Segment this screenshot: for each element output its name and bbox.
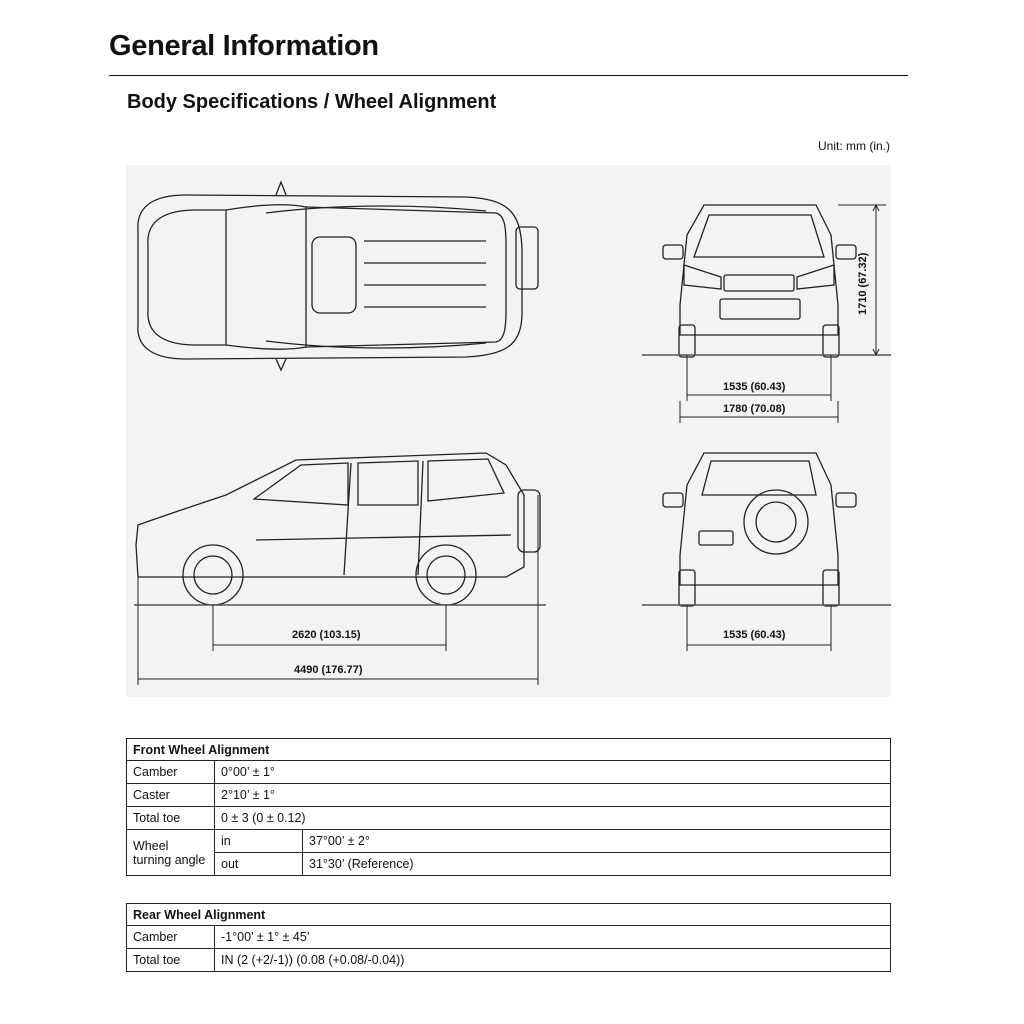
camber-label: Camber [126, 760, 215, 784]
rear-tread-dimension-label: 1535 (60.43) [723, 629, 786, 641]
front-wheel-alignment-table: Front Wheel Alignment Camber 0°00’ ± 1° … [126, 738, 891, 876]
wheel-turning-label-line1: Wheel [133, 838, 169, 853]
turning-in-label: in [214, 829, 303, 853]
wheelbase-dimension-label: 2620 (103.15) [292, 629, 361, 641]
section-title: Body Specifications / Wheel Alignment [127, 91, 497, 113]
dimension-lines [137, 203, 886, 685]
rear-view-drawing [662, 452, 857, 607]
front-alignment-title: Front Wheel Alignment [126, 738, 891, 761]
title-divider [109, 75, 908, 76]
turning-out-value: 31°30’ (Reference) [302, 852, 891, 876]
rear-camber-value: -1°00’ ± 1° ± 45’ [214, 925, 891, 949]
front-view-drawing [662, 204, 857, 358]
table-header-row: Front Wheel Alignment [126, 738, 891, 761]
table-header-row: Rear Wheel Alignment [126, 903, 891, 926]
table-row: Caster 2°10’ ± 1° [126, 783, 891, 807]
vehicle-dimension-diagram: 1710 (67.32) 1535 (60.43) 1780 (70.08) 2… [126, 165, 891, 697]
table-row: Camber -1°00’ ± 1° ± 45’ [126, 925, 891, 949]
table-row: out 31°30’ (Reference) [127, 852, 891, 876]
turning-in-value: 37°00’ ± 2° [302, 829, 891, 853]
caster-label: Caster [126, 783, 215, 807]
rear-total-toe-label: Total toe [126, 948, 215, 972]
total-toe-value: 0 ± 3 (0 ± 0.12) [214, 806, 891, 830]
side-view-drawing [135, 452, 541, 606]
rear-camber-label: Camber [126, 925, 215, 949]
table-row: Total toe IN (2 (+2/-1)) (0.08 (+0.08/-0… [126, 948, 891, 972]
rear-wheel-alignment-table: Rear Wheel Alignment Camber -1°00’ ± 1° … [126, 903, 891, 972]
table-row: Total toe 0 ± 3 (0 ± 0.12) [126, 806, 891, 830]
table-row: Wheel turning angle in 37°00’ ± 2° [126, 829, 891, 876]
rear-alignment-title: Rear Wheel Alignment [126, 903, 891, 926]
rear-total-toe-value: IN (2 (+2/-1)) (0.08 (+0.08/-0.04)) [214, 948, 891, 972]
wheel-turning-angle-label: Wheel turning angle [126, 829, 215, 876]
front-tread-dimension-label: 1535 (60.43) [723, 381, 786, 393]
page-title: General Information [109, 30, 379, 62]
table-row: Camber 0°00’ ± 1° [126, 760, 891, 784]
turning-out-label: out [214, 852, 303, 876]
total-toe-label: Total toe [126, 806, 215, 830]
camber-value: 0°00’ ± 1° [214, 760, 891, 784]
width-dimension-label: 1780 (70.08) [723, 403, 786, 415]
top-view-drawing [137, 180, 539, 372]
length-dimension-label: 4490 (176.77) [294, 664, 363, 676]
caster-value: 2°10’ ± 1° [214, 783, 891, 807]
height-dimension-label: 1710 (67.32) [857, 252, 869, 315]
unit-note: Unit: mm (in.) [818, 139, 890, 153]
wheel-turning-label-line2: turning angle [133, 852, 206, 867]
